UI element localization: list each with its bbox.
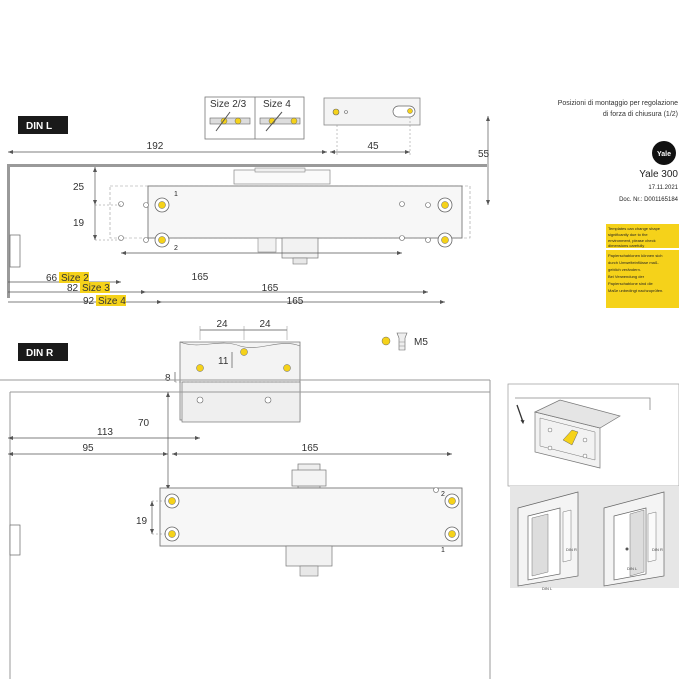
dim-19-din-r: 19 xyxy=(136,500,166,535)
door-illustration: DIN L DIN R DIN L DIN R xyxy=(510,486,679,591)
svg-text:geblich verändern.: geblich verändern. xyxy=(608,267,641,272)
svg-text:165: 165 xyxy=(262,283,279,294)
size-4-arm-icon xyxy=(259,111,301,132)
din-l-frame xyxy=(7,164,487,298)
size-4-label: Size 4 xyxy=(263,99,291,110)
din-r-closer-body xyxy=(159,463,463,577)
svg-text:DIN L: DIN L xyxy=(627,566,638,571)
din-l-holes: 1 2 xyxy=(118,191,453,252)
notice-en-4: dimensions carefully xyxy=(608,243,644,248)
svg-text:durch Umwelteinflüsse maß-: durch Umwelteinflüsse maß- xyxy=(608,260,659,265)
dim-70: 70 xyxy=(138,392,170,490)
svg-text:165: 165 xyxy=(287,296,304,307)
svg-text:2: 2 xyxy=(174,245,178,252)
svg-text:1: 1 xyxy=(441,547,445,554)
svg-text:45: 45 xyxy=(367,141,379,152)
svg-text:165: 165 xyxy=(192,272,209,283)
svg-text:11: 11 xyxy=(218,356,229,367)
svg-text:24: 24 xyxy=(216,319,228,330)
yale-logo: Yale xyxy=(652,141,676,165)
svg-text:Papierschablonen können sich: Papierschablonen können sich xyxy=(608,253,662,258)
iso-closer-illustration xyxy=(507,383,679,487)
product-name: Yale 300 xyxy=(639,169,678,180)
title-line-2: di forza di chiusura (1/2) xyxy=(603,111,678,118)
din-r-tag: DIN R xyxy=(18,343,68,361)
bracket-detail: 24 24 11 8 xyxy=(165,319,301,423)
size-icons: Size 2/3 Size 4 xyxy=(204,96,305,140)
header-block: Posizioni di montaggio per regolazione d… xyxy=(558,100,679,203)
svg-text:95: 95 xyxy=(82,443,94,454)
svg-text:Size 2: Size 2 xyxy=(61,273,89,284)
row-size-3: 82 Size 3 165 xyxy=(8,282,428,294)
svg-text:192: 192 xyxy=(147,141,164,152)
dim-95: 95 xyxy=(8,443,168,456)
svg-text:8: 8 xyxy=(165,373,171,384)
dim-165-a: 165 xyxy=(121,251,402,283)
dim-19-din-l: 19 xyxy=(73,205,121,241)
door-left-illustration: DIN L DIN R xyxy=(517,491,579,591)
svg-text:113: 113 xyxy=(97,427,113,438)
svg-text:DIN L: DIN L xyxy=(542,586,553,591)
din-l-tag: DIN L xyxy=(18,116,68,134)
svg-text:DIN R: DIN R xyxy=(26,348,54,359)
notice-en-3: environment, please check xyxy=(608,238,656,243)
title-line-1: Posizioni di montaggio per regolazione xyxy=(558,100,678,107)
svg-text:Maße unbedingt nachzuprüfen.: Maße unbedingt nachzuprüfen. xyxy=(608,288,663,293)
door-right-illustration: DIN L DIN R xyxy=(603,491,665,587)
din-r-frame xyxy=(0,379,491,679)
svg-text:66: 66 xyxy=(46,273,58,284)
size-23-label: Size 2/3 xyxy=(210,99,247,110)
svg-text:Papierschablone sind die: Papierschablone sind die xyxy=(608,281,653,286)
svg-text:DIN R: DIN R xyxy=(566,547,577,552)
svg-text:25: 25 xyxy=(73,182,85,193)
notice-en-1: Templates can change shape xyxy=(608,226,661,231)
din-r-holes: 2 1 xyxy=(164,487,460,554)
svg-text:55: 55 xyxy=(478,149,490,160)
svg-text:Size 3: Size 3 xyxy=(82,283,110,294)
svg-text:DIN R: DIN R xyxy=(652,547,663,552)
dim-55: 55 xyxy=(478,116,490,205)
svg-text:19: 19 xyxy=(136,516,148,527)
dim-25: 25 xyxy=(73,167,121,206)
svg-text:82: 82 xyxy=(67,283,79,294)
logo-text: Yale xyxy=(657,151,671,158)
svg-text:DIN L: DIN L xyxy=(26,121,52,132)
svg-text:165: 165 xyxy=(302,443,319,454)
svg-text:1: 1 xyxy=(174,191,178,198)
svg-text:92: 92 xyxy=(83,296,95,307)
svg-text:19: 19 xyxy=(73,218,85,229)
m5-label: M5 xyxy=(414,337,428,348)
m5-screw-icon: M5 xyxy=(381,332,428,351)
svg-text:2: 2 xyxy=(441,491,445,498)
din-l-closer-body xyxy=(147,167,463,265)
row-size-4: 92 Size 4 165 xyxy=(8,295,445,307)
dim-192: 192 xyxy=(8,141,327,154)
svg-text:Size 4: Size 4 xyxy=(98,296,126,307)
notice-en-2: significantly due to the xyxy=(608,232,648,237)
arm-bracket-inset xyxy=(323,97,421,156)
svg-text:70: 70 xyxy=(138,418,150,429)
dim-165-din-r: 165 xyxy=(172,443,452,456)
notice-box: Templates can change shape significantly… xyxy=(606,224,679,308)
svg-text:Bei Verwendung der: Bei Verwendung der xyxy=(608,274,645,279)
size-23-arm-icon xyxy=(209,111,251,132)
doc-date: 17.11.2021 xyxy=(648,185,678,191)
dim-113: 113 xyxy=(8,427,200,440)
doc-number: Doc. Nr.: D001165184 xyxy=(619,197,679,203)
dim-45: 45 xyxy=(330,141,410,154)
svg-text:24: 24 xyxy=(259,319,271,330)
